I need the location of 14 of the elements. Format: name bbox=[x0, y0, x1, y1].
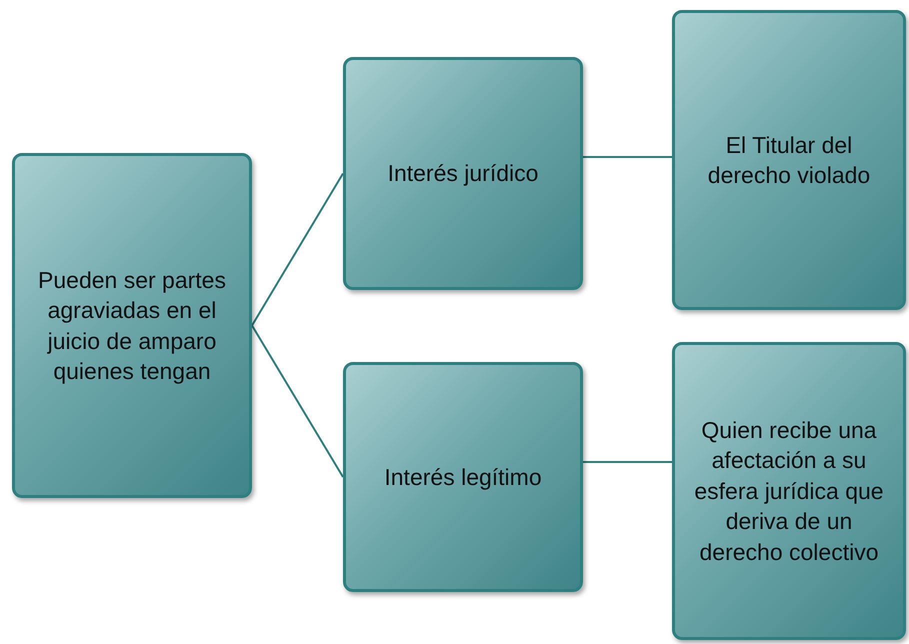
connector-line bbox=[583, 461, 672, 463]
box-text: Pueden ser partes agraviadas en el juicio de amparo quienes tengan bbox=[37, 266, 227, 386]
text-box bbox=[672, 342, 906, 640]
box-text: Interés jurídico bbox=[388, 159, 538, 188]
text-box bbox=[12, 153, 252, 498]
text-box bbox=[343, 362, 583, 592]
box-text: Interés legítimo bbox=[384, 462, 542, 492]
connector-line bbox=[251, 324, 344, 478]
box-text: Quien recibe una afectación a su esfera jurídica que deriva de un derecho colectivo bbox=[693, 416, 885, 567]
box-text: El Titular del derecho violado bbox=[706, 130, 872, 190]
text-box bbox=[672, 10, 906, 310]
connector-line bbox=[251, 172, 344, 326]
connector-line bbox=[583, 156, 672, 158]
text-box bbox=[343, 57, 583, 290]
